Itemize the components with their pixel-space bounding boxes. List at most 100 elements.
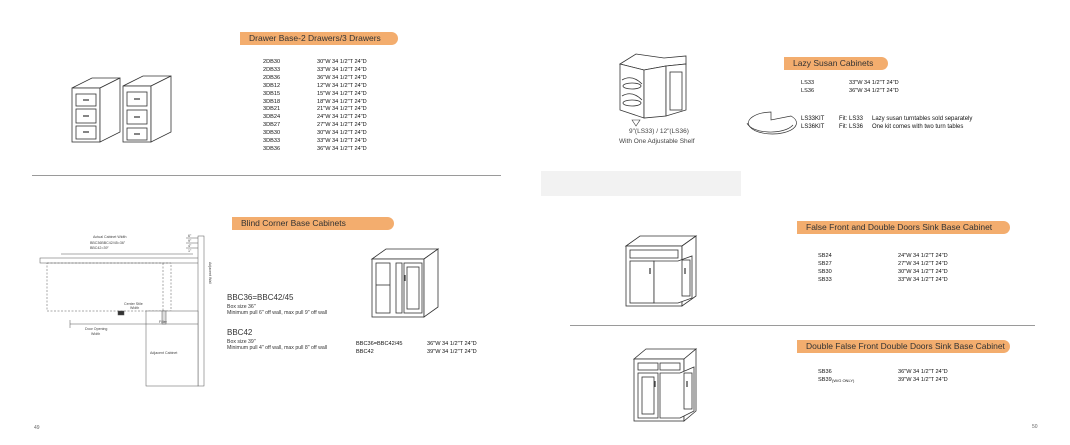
cell-code: 3DB33: [263, 138, 281, 145]
cell-size: 12"W 34 1/2"T 24"D: [317, 82, 367, 89]
cell-size: 36"W 34 1/2"T 24"D: [317, 74, 367, 81]
cell-size: 24"W 34 1/2"T 24"D: [317, 114, 367, 121]
cell-fit: Fit: LS36: [839, 123, 864, 130]
cell-code: BBC36=BBC42/45: [356, 341, 403, 347]
cell-size: 30"W 34 1/2"T 24"D: [898, 268, 948, 275]
cell-code: 3DB27: [263, 122, 281, 129]
cell-code: 3DB12: [263, 82, 281, 89]
page-number-left: 49: [34, 425, 40, 431]
table-row: 3DB27 27"W 34 1/2"T 24"D: [263, 122, 377, 130]
cell-fit: Fit: LS33: [839, 116, 864, 122]
blind-corner-heading: Blind Corner Base Cabinets: [232, 217, 394, 230]
lazy-susan-heading: Lazy Susan Cabinets: [784, 57, 888, 70]
sink-base-table: SB24 24"W 34 1/2"T 24"D SB27 27"W 34 1/2"T …: [818, 253, 968, 285]
cell-size: 27"W 34 1/2"T 24"D: [317, 122, 367, 129]
cell-code: 3DB36: [263, 145, 281, 152]
blind-model1-pull: Minimum pull 6" off wall, max pull 9" of…: [227, 310, 328, 316]
table-row: LS36 36"W 34 1/2"T 24"D: [801, 88, 919, 96]
table-row: SB36 36"W 34 1/2"T 24"D: [818, 369, 968, 377]
adjacent-cabinet-label: Adjacent Cabinet: [150, 351, 177, 355]
gray-placeholder-box: [541, 171, 741, 196]
blind-model2-box: Box size 39": [227, 339, 256, 345]
table-row: SB27 27"W 34 1/2"T 24"D: [818, 261, 968, 269]
blind-corner-cabinet-illustration: [370, 248, 440, 318]
table-row: 3DB24 24"W 34 1/2"T 24"D: [263, 114, 377, 122]
cell-size: 27"W 34 1/2"T 24"D: [898, 260, 948, 267]
center-stile-label: Center Stile: [124, 302, 143, 306]
sink-cabinet-illustration: [624, 235, 698, 307]
lazy-susan-caption: 9"(LS33) / 12"(LS36): [629, 128, 689, 135]
cell-size: 18"W 34 1/2"T 24"D: [317, 98, 367, 105]
table-row: 3DB12 12"W 34 1/2"T 24"D: [263, 83, 377, 91]
dim-label: 9": [188, 239, 192, 243]
cell-code: 3DB18: [263, 98, 281, 105]
blind-corner-diagram: Actual Cabinet Width BBC36BBC42/45=36" B…: [39, 234, 212, 387]
cell-code: SB36: [818, 369, 832, 375]
cell-code: SB24: [818, 253, 832, 259]
cell-code: 3DB21: [263, 106, 281, 113]
left-divider: [32, 175, 501, 176]
table-row: 2DB33 33"W 34 1/2"T 24"D: [263, 67, 377, 75]
double-sink-cabinet-illustration: [632, 348, 698, 422]
bbc42-label: BBC42=39": [90, 246, 109, 250]
cell-code: 2DB33: [263, 66, 281, 73]
blind-model1-box: Box size 36": [227, 304, 256, 310]
drawer-cabinet-illustration: [71, 75, 172, 143]
cell-size: 36"W 34 1/2"T 24"D: [427, 341, 477, 347]
actual-width-label: Actual Cabinet Width: [93, 235, 127, 239]
table-row: 2DB30 30"W 34 1/2"T 24"D: [263, 59, 377, 67]
table-row: 2DB36 36"W 34 1/2"T 24"D: [263, 75, 377, 83]
cell-desc: Lazy susan turntables sold separately: [872, 116, 973, 122]
cell-desc: One kit comes with two turn tables: [872, 123, 964, 130]
cell-code: SB27: [818, 260, 832, 267]
filler-label: Filler: [159, 320, 168, 324]
cell-code: 3DB24: [263, 114, 281, 121]
cell-code: SB39: [818, 376, 832, 383]
dim-label: 4": [188, 244, 192, 248]
blind-model2-pull: Minimum pull 4" off wall, max pull 8" of…: [227, 345, 328, 351]
cell-code: LS33: [801, 80, 815, 86]
cell-code: SB33: [818, 276, 832, 283]
cell-code: 3DB30: [263, 130, 281, 137]
cell-size: 36"W 34 1/2"T 24"D: [898, 369, 948, 375]
cell-note: [832, 369, 898, 377]
cell-code: LS36: [801, 87, 815, 94]
dim-label: 1": [188, 249, 192, 253]
door-width-label: Width: [91, 332, 100, 336]
cell-code: LS36KIT: [801, 123, 825, 130]
table-row: 3DB18 18"W 34 1/2"T 24"D: [263, 99, 377, 107]
lazy-susan-caption-2: With One Adjustable Shelf: [619, 138, 695, 145]
cell-size: 24"W 34 1/2"T 24"D: [898, 253, 948, 259]
cell-size: 36"W 34 1/2"T 24"D: [849, 87, 899, 94]
adjacent-wall-label: Adjacent Wall: [208, 262, 212, 284]
cell-size: 33"W 34 1/2"T 24"D: [317, 138, 367, 145]
dim-label: 6": [188, 234, 192, 238]
table-row: BBC36=BBC42/45 36"W 34 1/2"T 24"D: [356, 341, 487, 349]
cell-size: 39"W 34 1/2"T 24"D: [898, 376, 948, 383]
cell-size: 15"W 34 1/2"T 24"D: [317, 90, 367, 97]
cell-code: 2DB36: [263, 74, 281, 81]
door-opening-label: Door Opening: [85, 327, 107, 331]
cell-code: 2DB30: [263, 59, 281, 65]
table-row: 3DB21 21"W 34 1/2"T 24"D: [263, 106, 377, 114]
cell-size: 30"W 34 1/2"T 24"D: [317, 59, 367, 65]
table-row: 3DB33 33"W 34 1/2"T 24"D: [263, 138, 377, 146]
blind-model1-name: BBC36=BBC42/45: [227, 293, 294, 302]
table-row: LS36KIT Fit: LS36 One kit comes with two t…: [801, 124, 1002, 132]
page-number-right: 50: [1032, 424, 1038, 430]
cell-size: 21"W 34 1/2"T 24"D: [317, 106, 367, 113]
cell-size: 33"W 34 1/2"T 24"D: [317, 66, 367, 73]
sink-base-heading: False Front and Double Doors Sink Base C…: [797, 221, 1010, 234]
double-sink-heading: Double False Front Double Doors Sink Bas…: [797, 340, 1010, 353]
right-divider: [570, 325, 1035, 326]
table-row: SB24 24"W 34 1/2"T 24"D: [818, 253, 968, 261]
